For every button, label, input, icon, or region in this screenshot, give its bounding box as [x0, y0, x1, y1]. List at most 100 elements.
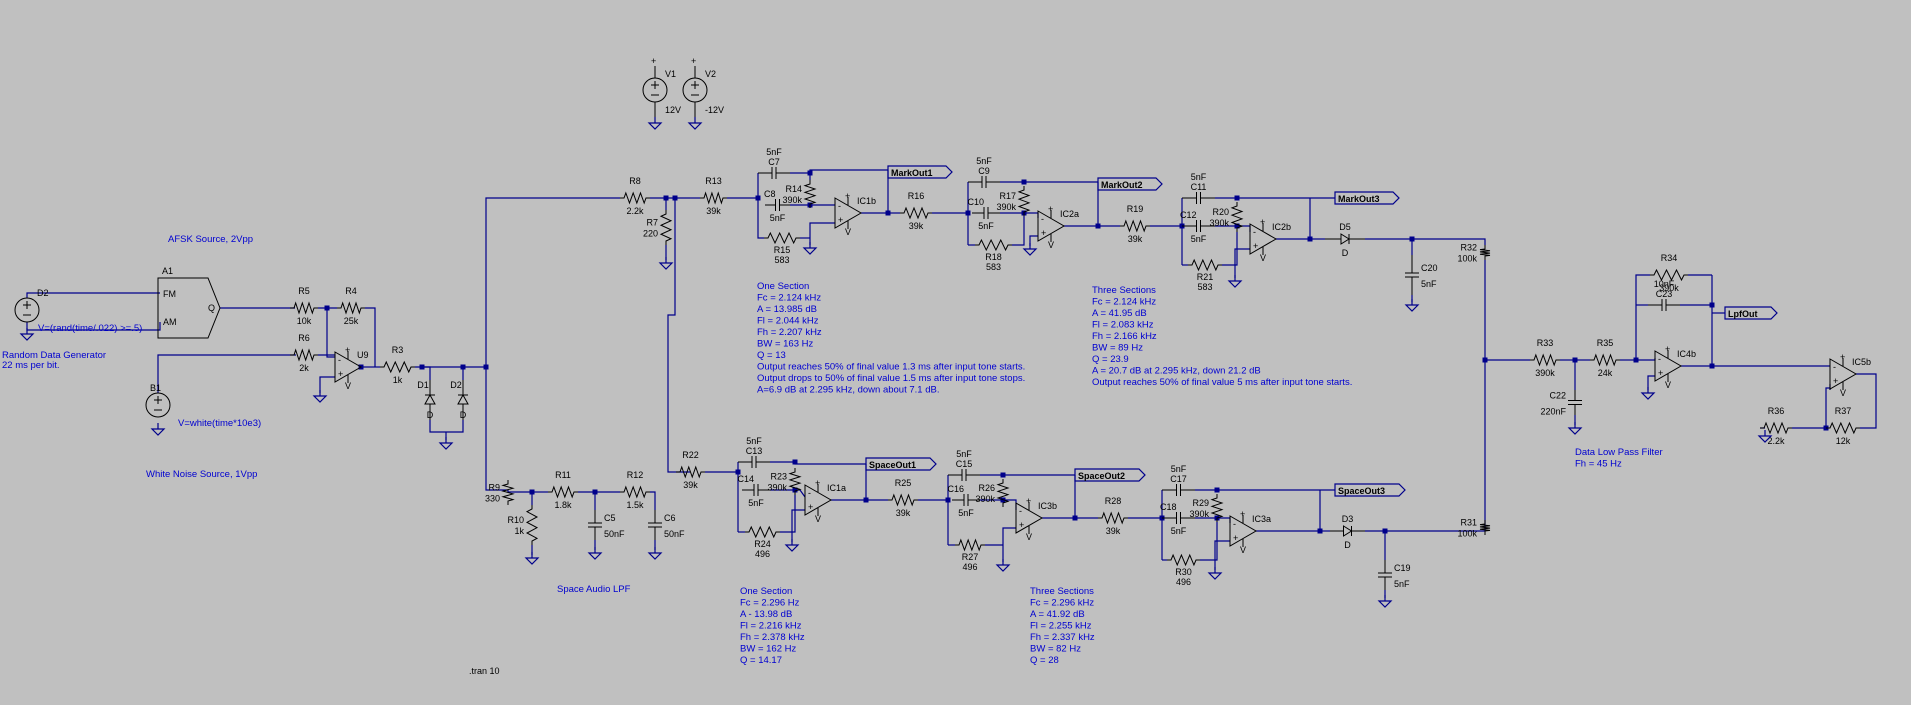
note-line: A - 13.98 dB — [740, 609, 792, 620]
wire — [26, 292, 160, 298]
note-line: Fh = 45 Hz — [1575, 459, 1622, 470]
plus-sign: + — [691, 56, 696, 66]
note-line: 22 ms per bit. — [2, 360, 60, 371]
wire — [495, 489, 532, 493]
flag-text: SpaceOut3 — [1338, 486, 1385, 496]
minus-sign: - — [1233, 519, 1236, 529]
wire — [1234, 248, 1250, 278]
ground-symbol — [1404, 299, 1420, 312]
wire — [1012, 216, 1025, 246]
voltage-source-v2: V2-12V+ — [682, 56, 724, 120]
vplus-sign: + — [1840, 352, 1845, 362]
note-line: Output drops to 50% of final value 1.5 m… — [757, 373, 1025, 384]
ref-label: C10 — [967, 197, 984, 207]
note-line: A = 20.7 dB at 2.295 kHz, down 21.2 dB — [1092, 366, 1261, 377]
note-line: Fc = 2.124 kHz — [1092, 297, 1156, 308]
wire — [1635, 274, 1650, 360]
ref-label: R4 — [345, 286, 357, 296]
value-label: 390k — [1209, 218, 1229, 228]
ref-label: C17 — [1170, 474, 1187, 484]
minus-sign: - — [1833, 362, 1836, 372]
value-label: 39k — [909, 221, 924, 231]
wire — [1029, 235, 1038, 246]
ref-label: V1 — [665, 69, 676, 79]
ground-symbol — [438, 437, 454, 450]
ref-label: R31 — [1460, 518, 1477, 528]
value-label: 12V — [665, 105, 681, 115]
ref-label: C22 — [1549, 391, 1566, 401]
vminus-sign: V — [1240, 545, 1246, 555]
ref-label: R25 — [895, 478, 912, 488]
value-label: 390k — [767, 483, 787, 493]
value-label: 496 — [962, 562, 977, 572]
vplus-sign: + — [1260, 217, 1265, 227]
note-line: A=6.9 dB at 2.295 kHz, down about 7.1 dB… — [757, 385, 939, 396]
value-label: 496 — [755, 549, 770, 559]
value-label: 390k — [782, 195, 802, 205]
value-label: 5nF — [956, 449, 972, 459]
resistor-r8: R82.2k — [620, 176, 650, 216]
junction-dot — [324, 305, 330, 311]
value-label: 2.2k — [1767, 436, 1785, 446]
ref-label: R13 — [705, 176, 722, 186]
note-line: Data Low Pass Filter — [1575, 447, 1663, 458]
diode-d2: D2D — [450, 380, 469, 420]
wire — [422, 366, 431, 380]
ref-label: C5 — [604, 513, 616, 523]
ref-label: R22 — [682, 450, 699, 460]
value-label: D — [460, 410, 467, 420]
ref-label: R14 — [785, 184, 802, 194]
ref-label: R8 — [629, 176, 641, 186]
value-label: 5nF — [748, 498, 764, 508]
ref-label: A1 — [162, 266, 173, 276]
note-line: Fh = 2.337 kHz — [1030, 632, 1095, 643]
ref-label: C12 — [1180, 210, 1197, 220]
junction-dot — [807, 170, 813, 176]
ref-label: C11 — [1191, 182, 1207, 192]
value-label: 5nF — [1171, 526, 1187, 536]
plus-sign: + — [1233, 533, 1238, 543]
vplus-sign: + — [845, 191, 850, 201]
wire — [319, 376, 335, 393]
value-label: 1.8k — [554, 500, 572, 510]
plus-sign: + — [1658, 368, 1663, 378]
ref-label: R36 — [1768, 406, 1785, 416]
net-flag-spaceout2: SpaceOut2 — [1074, 468, 1146, 482]
tran-directive: .tran 10 — [469, 666, 500, 676]
plus-sign: + — [651, 56, 656, 66]
value-label: 5nF — [746, 436, 762, 446]
ref-label: C8 — [764, 189, 776, 199]
ref-label: R11 — [555, 470, 571, 480]
value-label: D — [1342, 248, 1349, 258]
net-flag-markout1: MarkOut1 — [887, 165, 953, 179]
note-line: A = 41.92 dB — [1030, 609, 1085, 620]
vminus-sign: V — [1260, 253, 1266, 263]
flag-text: MarkOut3 — [1338, 194, 1380, 204]
plus-sign: + — [338, 369, 343, 379]
opamp-u9: -++VU9 — [334, 345, 369, 391]
note-line: Fl = 2.216 kHz — [740, 621, 802, 632]
note-line: One Section — [740, 586, 792, 597]
wire — [1856, 373, 1877, 429]
